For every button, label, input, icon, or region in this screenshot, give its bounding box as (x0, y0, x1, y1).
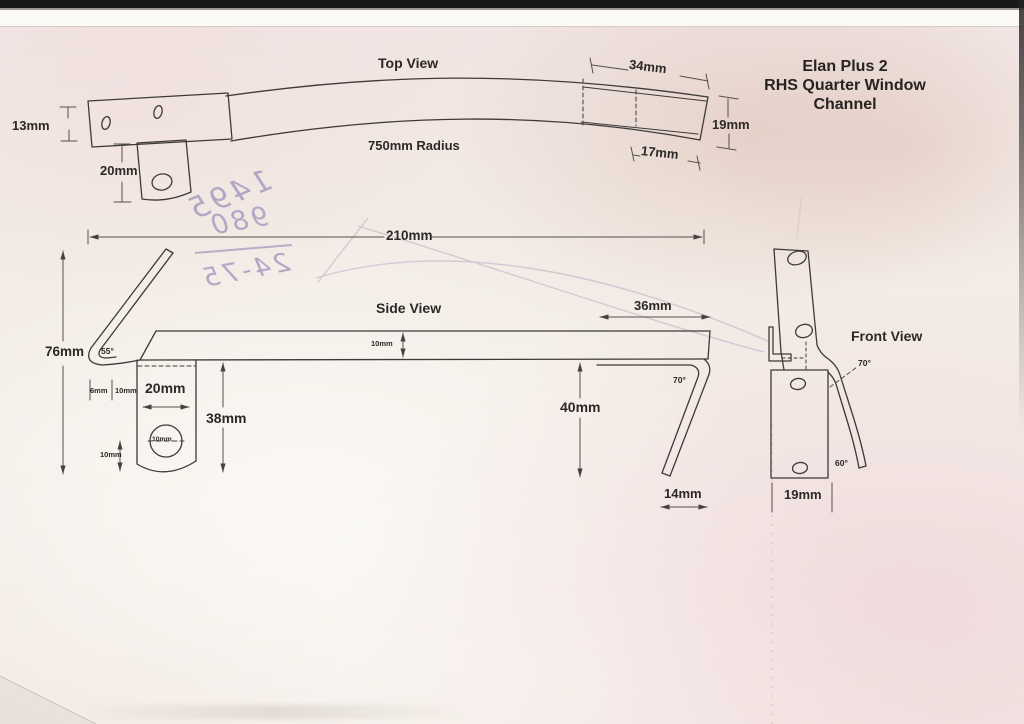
dim-19mm-front: 19mm (784, 487, 822, 502)
band-end-cap (699, 96, 709, 141)
title-line-1: Elan Plus 2 (802, 58, 888, 75)
bracket-tab (136, 139, 192, 201)
arm-tip (165, 248, 174, 254)
tab-hole (151, 173, 173, 191)
leg-tip (661, 472, 671, 477)
strip-top-cap (773, 248, 809, 252)
front-view-title: Front View (851, 328, 923, 344)
top-view-drawing (87, 77, 709, 201)
front-view-dimensions (771, 366, 858, 513)
plate-hole (789, 377, 807, 391)
top-view-dimensions (59, 57, 739, 203)
dim-10mm-thickness: 10mm (371, 339, 393, 348)
mount-bracket (87, 92, 233, 148)
title-line-2: RHS Quarter Window (764, 77, 926, 94)
plate-hole (791, 461, 809, 475)
bracket-hole (153, 104, 163, 120)
band-bottom-edge (230, 118, 701, 142)
dim-19mm-top: 19mm (712, 117, 750, 132)
angle-55: 55° (101, 346, 114, 356)
band-inner-bottom (580, 121, 699, 135)
scanner-white-gap (0, 10, 1024, 26)
bar-chamfer (139, 330, 157, 361)
dim-210mm: 210mm (386, 228, 433, 243)
paper-sheet (0, 26, 1024, 724)
dim-36mm: 36mm (634, 298, 672, 313)
title-block: Elan Plus 2 RHS Quarter Window Channel (745, 57, 945, 114)
dim-10mm-edge: 10mm (100, 450, 122, 459)
top-view-title: Top View (378, 55, 439, 71)
lower-plate (770, 369, 829, 479)
dim-20mm-tab: 20mm (145, 380, 186, 396)
strip-left-edge (773, 248, 785, 371)
dim-14mm: 14mm (664, 486, 702, 501)
tab-bottom (136, 460, 197, 473)
radius-label: 750mm Radius (368, 138, 460, 153)
angle-70-side: 70° (673, 375, 686, 385)
side-view-drawing (88, 248, 711, 477)
dim-10mm-hole: 10mm (152, 436, 172, 443)
overall-dimension (87, 229, 705, 245)
scanner-top-shadow (0, 8, 1024, 10)
channel-lip (768, 326, 792, 362)
band-inner-top (582, 86, 707, 102)
leg-outer (669, 358, 711, 477)
tail-tip (858, 465, 867, 469)
side-view-title: Side View (376, 300, 442, 316)
title-line-3: Channel (813, 96, 877, 113)
dim-13mm: 13mm (12, 118, 50, 133)
arm-inner (98, 252, 174, 359)
dim-76mm: 76mm (45, 344, 85, 359)
angle-leader (829, 366, 858, 388)
strip-hole (794, 323, 814, 339)
scanner-top-bar (0, 0, 1024, 8)
strip-hole (787, 250, 807, 266)
band-top-edge (225, 77, 709, 98)
angle-60-front: 60° (835, 458, 848, 468)
dim-40mm: 40mm (560, 399, 601, 415)
tail-inner (827, 371, 860, 469)
scan-smudge (80, 705, 470, 719)
leg-inner (596, 364, 700, 474)
strip-right-edge (807, 250, 828, 359)
handwriting-underline (194, 244, 293, 254)
angle-70-front: 70° (858, 358, 871, 368)
arm-outer-and-base (88, 248, 709, 366)
side-view-dimensions (60, 250, 711, 510)
dim-38mm: 38mm (206, 410, 247, 426)
paper-creases (0, 425, 773, 724)
bracket-hole (101, 115, 111, 131)
dim-10mm-offset: 10mm (115, 386, 137, 395)
dim-20mm-top: 20mm (100, 163, 138, 178)
scanner-right-edge (1019, 0, 1024, 430)
pencil-bleed-marks (315, 195, 803, 353)
bar-right-end (707, 330, 711, 360)
tail-outer (826, 357, 867, 467)
dim-6mm: 6mm (90, 386, 108, 395)
front-view-drawing (768, 248, 867, 479)
